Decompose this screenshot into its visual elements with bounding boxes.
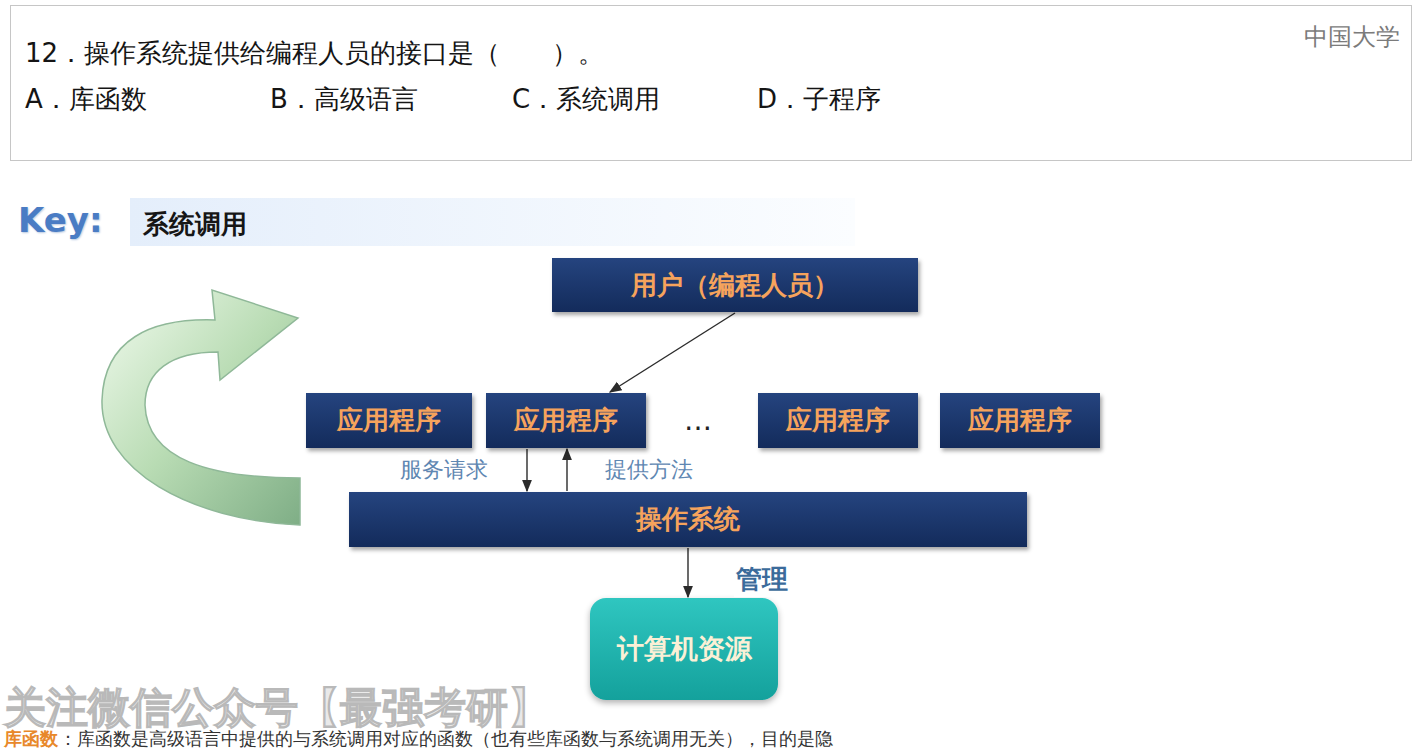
question-text: 12．操作系统提供给编程人员的接口是（ ）。: [25, 36, 604, 71]
app-box: 应用程序: [758, 393, 918, 448]
provide-arrow: [566, 449, 567, 491]
edge-label: 服务请求: [398, 455, 490, 485]
request-arrow: [526, 449, 527, 491]
manage-arrow: [687, 548, 688, 597]
logo-text: 中国大学: [1304, 21, 1400, 53]
edge-label: 管理: [734, 562, 790, 597]
node-label: 应用程序: [514, 403, 618, 438]
app-box: 应用程序: [486, 393, 646, 448]
option-text: B．高级语言: [270, 82, 418, 117]
app-box: 应用程序: [306, 393, 472, 448]
os-box: 操作系统: [349, 492, 1027, 547]
node-label: 操作系统: [636, 502, 740, 537]
app-box: 应用程序: [940, 393, 1100, 448]
watermark: 关注微信公众号【最强考研】: [4, 680, 550, 736]
ellipsis: …: [684, 404, 712, 437]
node-label: 应用程序: [337, 403, 441, 438]
node-label: 用户（编程人员）: [631, 268, 839, 303]
question-panel: 12．操作系统提供给编程人员的接口是（ ）。 A．库函数 B．高级语言 C．系统调用 D…: [10, 5, 1412, 161]
option-text: A．库函数: [25, 82, 147, 117]
key-answer: 系统调用: [143, 207, 247, 242]
cycle-arrow: [102, 290, 300, 525]
call-arrow: [610, 313, 735, 392]
edge-label: 提供方法: [603, 455, 695, 485]
note-text: ：库函数是高级语言中提供的与系统调用对应的函数（也有些库函数与系统调用无关），目…: [59, 727, 833, 748]
option-text: D．子程序: [757, 82, 881, 117]
user-box: 用户（编程人员）: [552, 258, 918, 312]
option-text: C．系统调用: [512, 82, 660, 117]
resource-box: 计算机资源: [590, 598, 778, 700]
key-heading: Key:: [18, 200, 103, 240]
node-label: 应用程序: [968, 403, 1072, 438]
node-label: 应用程序: [786, 403, 890, 438]
note-term: 库函数: [4, 727, 58, 748]
node-label: 计算机资源: [617, 631, 752, 667]
key-bar: [130, 198, 855, 246]
